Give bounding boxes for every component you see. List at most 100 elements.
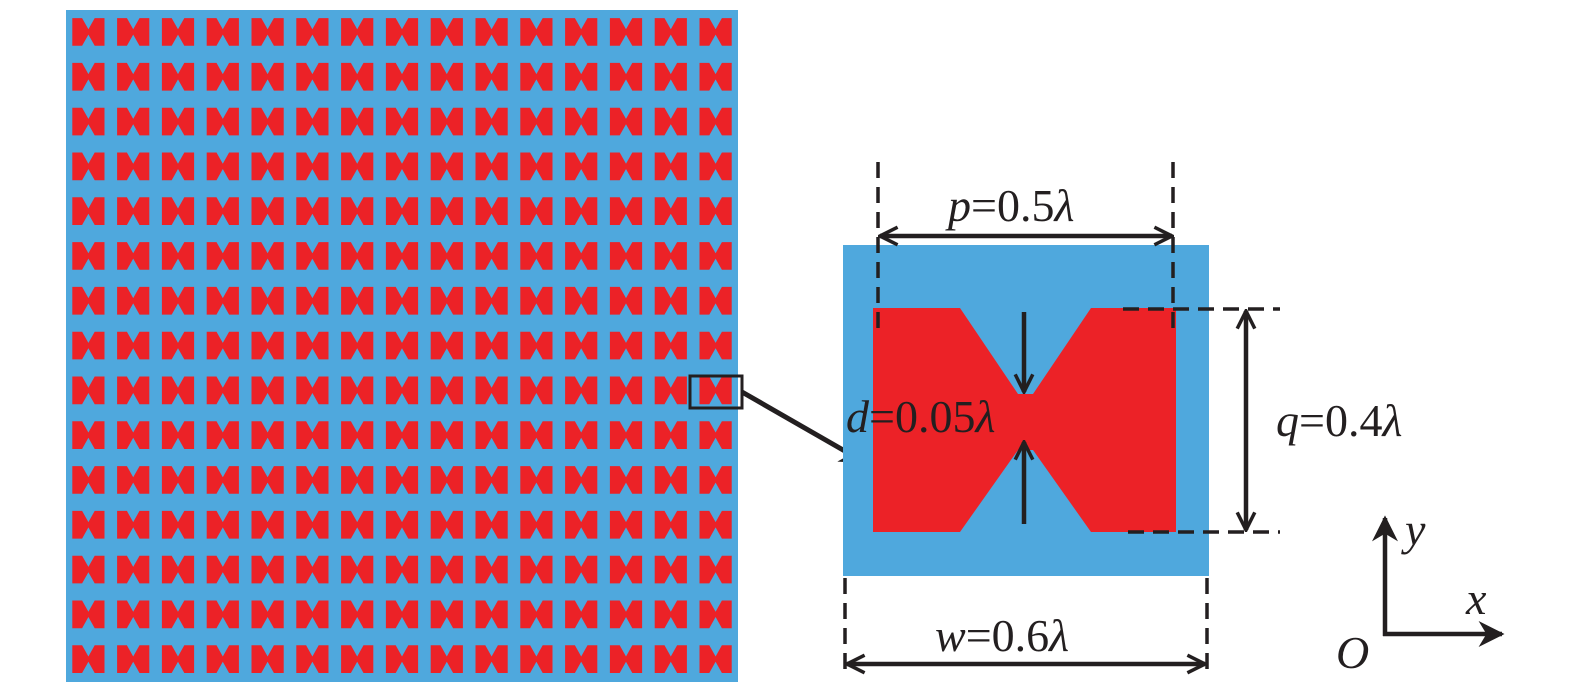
array-bowtie-cell — [654, 286, 687, 315]
d-label: d=0.05λ — [846, 391, 995, 442]
array-bowtie-cell — [430, 197, 463, 225]
q-label: q=0.4λ — [1276, 395, 1402, 446]
array-bowtie-cell — [341, 107, 374, 136]
array-bowtie-cell — [609, 18, 643, 46]
array-cells — [72, 18, 732, 673]
array-bowtie-cell — [520, 152, 553, 181]
array-bowtie-cell — [341, 600, 374, 629]
array-bowtie-cell — [699, 18, 732, 46]
array-bowtie-cell — [251, 107, 284, 136]
array-bowtie-cell — [251, 645, 284, 673]
array-bowtie-cell — [385, 421, 419, 449]
array-bowtie-cell — [296, 555, 329, 584]
array-bowtie-cell — [161, 152, 195, 181]
array-bowtie-cell — [520, 510, 553, 539]
array-bowtie-cell — [475, 18, 508, 46]
array-bowtie-cell — [206, 152, 239, 181]
array-bowtie-cell — [117, 152, 150, 181]
array-bowtie-cell — [385, 600, 419, 629]
array-bowtie-cell — [609, 242, 643, 270]
array-bowtie-cell — [251, 331, 284, 360]
array-bowtie-cell — [609, 376, 643, 405]
array-bowtie-cell — [296, 197, 329, 225]
array-bowtie-cell — [385, 242, 419, 270]
array-bowtie-cell — [161, 242, 195, 270]
array-bowtie-cell — [117, 645, 150, 673]
metasurface-array — [66, 10, 738, 682]
array-bowtie-cell — [117, 107, 150, 136]
array-bowtie-cell — [520, 555, 553, 584]
array-bowtie-cell — [296, 510, 329, 539]
array-bowtie-cell — [117, 376, 150, 405]
array-bowtie-cell — [251, 197, 284, 225]
array-bowtie-cell — [251, 466, 284, 494]
array-bowtie-cell — [654, 242, 687, 270]
array-bowtie-cell — [341, 510, 374, 539]
array-bowtie-cell — [206, 421, 239, 449]
array-bowtie-cell — [654, 555, 687, 584]
array-bowtie-cell — [609, 555, 643, 584]
array-bowtie-cell — [72, 107, 105, 136]
array-bowtie-cell — [251, 376, 284, 405]
p-label: p=0.5λ — [945, 180, 1074, 231]
array-bowtie-cell — [117, 421, 150, 449]
array-bowtie-cell — [475, 152, 508, 181]
array-bowtie-cell — [430, 421, 463, 449]
array-bowtie-cell — [206, 197, 239, 225]
array-bowtie-cell — [341, 645, 374, 673]
array-bowtie-cell — [385, 152, 419, 181]
array-bowtie-cell — [385, 376, 419, 405]
array-bowtie-cell — [206, 286, 239, 315]
array-bowtie-cell — [430, 152, 463, 181]
array-bowtie-cell — [609, 62, 643, 91]
array-bowtie-cell — [161, 600, 195, 629]
array-bowtie-cell — [117, 18, 150, 46]
array-bowtie-cell — [251, 62, 284, 91]
array-bowtie-cell — [296, 466, 329, 494]
array-bowtie-cell — [475, 331, 508, 360]
array-bowtie-cell — [565, 107, 598, 136]
array-bowtie-cell — [72, 152, 105, 181]
array-bowtie-cell — [296, 286, 329, 315]
array-bowtie-cell — [385, 18, 419, 46]
array-bowtie-cell — [565, 62, 598, 91]
array-bowtie-cell — [341, 421, 374, 449]
array-bowtie-cell — [520, 286, 553, 315]
array-bowtie-cell — [565, 286, 598, 315]
array-bowtie-cell — [609, 510, 643, 539]
array-bowtie-cell — [341, 18, 374, 46]
array-bowtie-cell — [117, 242, 150, 270]
array-bowtie-cell — [699, 286, 732, 315]
array-bowtie-cell — [72, 555, 105, 584]
array-bowtie-cell — [341, 242, 374, 270]
array-bowtie-cell — [117, 197, 150, 225]
array-bowtie-cell — [206, 62, 239, 91]
array-bowtie-cell — [475, 600, 508, 629]
array-bowtie-cell — [430, 107, 463, 136]
array-bowtie-cell — [251, 18, 284, 46]
y-axis-label: y — [1401, 504, 1426, 555]
array-bowtie-cell — [520, 421, 553, 449]
array-bowtie-cell — [430, 242, 463, 270]
array-bowtie-cell — [72, 600, 105, 629]
w-label: w=0.6λ — [935, 610, 1069, 661]
array-bowtie-cell — [251, 286, 284, 315]
array-bowtie-cell — [475, 197, 508, 225]
array-bowtie-cell — [475, 242, 508, 270]
array-bowtie-cell — [251, 152, 284, 181]
array-bowtie-cell — [520, 18, 553, 46]
array-bowtie-cell — [520, 242, 553, 270]
array-bowtie-cell — [565, 421, 598, 449]
array-bowtie-cell — [565, 645, 598, 673]
array-bowtie-cell — [72, 466, 105, 494]
array-bowtie-cell — [609, 286, 643, 315]
array-bowtie-cell — [206, 331, 239, 360]
array-bowtie-cell — [430, 600, 463, 629]
array-bowtie-cell — [609, 197, 643, 225]
array-bowtie-cell — [296, 331, 329, 360]
array-bowtie-cell — [385, 107, 419, 136]
array-bowtie-cell — [161, 62, 195, 91]
array-bowtie-cell — [565, 466, 598, 494]
